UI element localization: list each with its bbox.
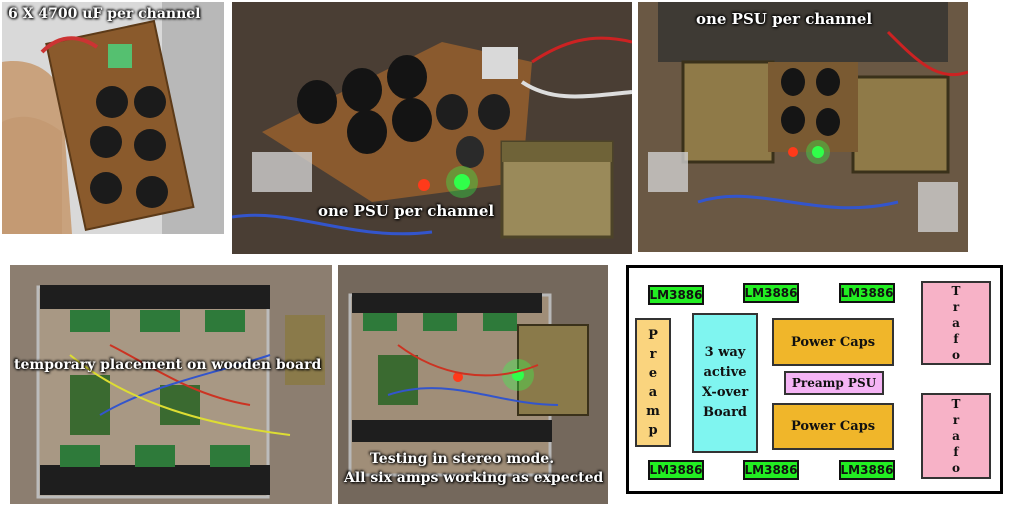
caption-psu-1: one PSU per channel	[318, 202, 495, 220]
trafo-letter: f	[953, 445, 959, 459]
preamp-letter: p	[648, 422, 658, 438]
photo-stereo-test: Testing in stereo mode. All six amps wor…	[338, 265, 608, 504]
preamp-psu-block: Preamp PSU	[784, 371, 884, 395]
lm3886-chip-bottom-left: LM3886	[648, 460, 704, 480]
trafo-bottom-block: T r a f o	[921, 393, 991, 479]
trafo-letter: a	[952, 429, 960, 443]
caption-testing-line2: All six amps working as expected	[344, 470, 604, 486]
preamp-letter: e	[648, 365, 658, 381]
trafo-letter: f	[953, 332, 959, 346]
lm3886-chip-bottom-right: LM3886	[839, 460, 895, 480]
trafo-top-block: T r a f o	[921, 281, 991, 365]
lm3886-chip-bottom-middle: LM3886	[743, 460, 799, 480]
trafo-letter: o	[951, 461, 960, 475]
caption-capacitors: 6 X 4700 uF per channel	[8, 6, 201, 22]
lm3886-chip-top-right: LM3886	[839, 283, 895, 303]
trafo-letter: T	[951, 397, 961, 411]
trafo-letter: r	[952, 300, 960, 314]
preamp-block: P r e a m p	[635, 318, 671, 447]
photo-capacitor-board: 6 X 4700 uF per channel	[2, 2, 224, 234]
photo-two-transformers: one PSU per channel	[638, 2, 968, 252]
xover-board-block: 3 way active X-over Board	[692, 313, 758, 453]
lm3886-chip-top-middle: LM3886	[743, 283, 799, 303]
lm3886-chip-top-left: LM3886	[648, 285, 704, 305]
xover-line: active	[703, 365, 747, 380]
caption-temporary: temporary placement on wooden board	[14, 357, 322, 373]
xover-line: 3 way	[704, 345, 746, 360]
power-caps-top-block: Power Caps	[772, 318, 894, 366]
trafo-letter: r	[952, 413, 960, 427]
trafo-letter: a	[952, 316, 960, 330]
preamp-letter: a	[648, 384, 658, 400]
photo-psu-board: one PSU per channel	[232, 2, 632, 254]
preamp-letter: m	[646, 403, 660, 419]
photo-temporary-placement: temporary placement on wooden board	[10, 265, 332, 504]
xover-line: X-over	[701, 385, 749, 400]
trafo-letter: o	[951, 348, 960, 362]
trafo-letter: T	[951, 284, 961, 298]
xover-line: Board	[702, 405, 748, 420]
caption-testing-line1: Testing in stereo mode.	[370, 451, 555, 467]
power-caps-bottom-block: Power Caps	[772, 403, 894, 450]
preamp-letter: r	[649, 346, 657, 362]
preamp-letter: P	[648, 327, 658, 343]
layout-diagram: LM3886 LM3886 LM3886 P r e a m p 3 way a…	[626, 265, 1003, 494]
caption-psu-2: one PSU per channel	[696, 10, 873, 28]
